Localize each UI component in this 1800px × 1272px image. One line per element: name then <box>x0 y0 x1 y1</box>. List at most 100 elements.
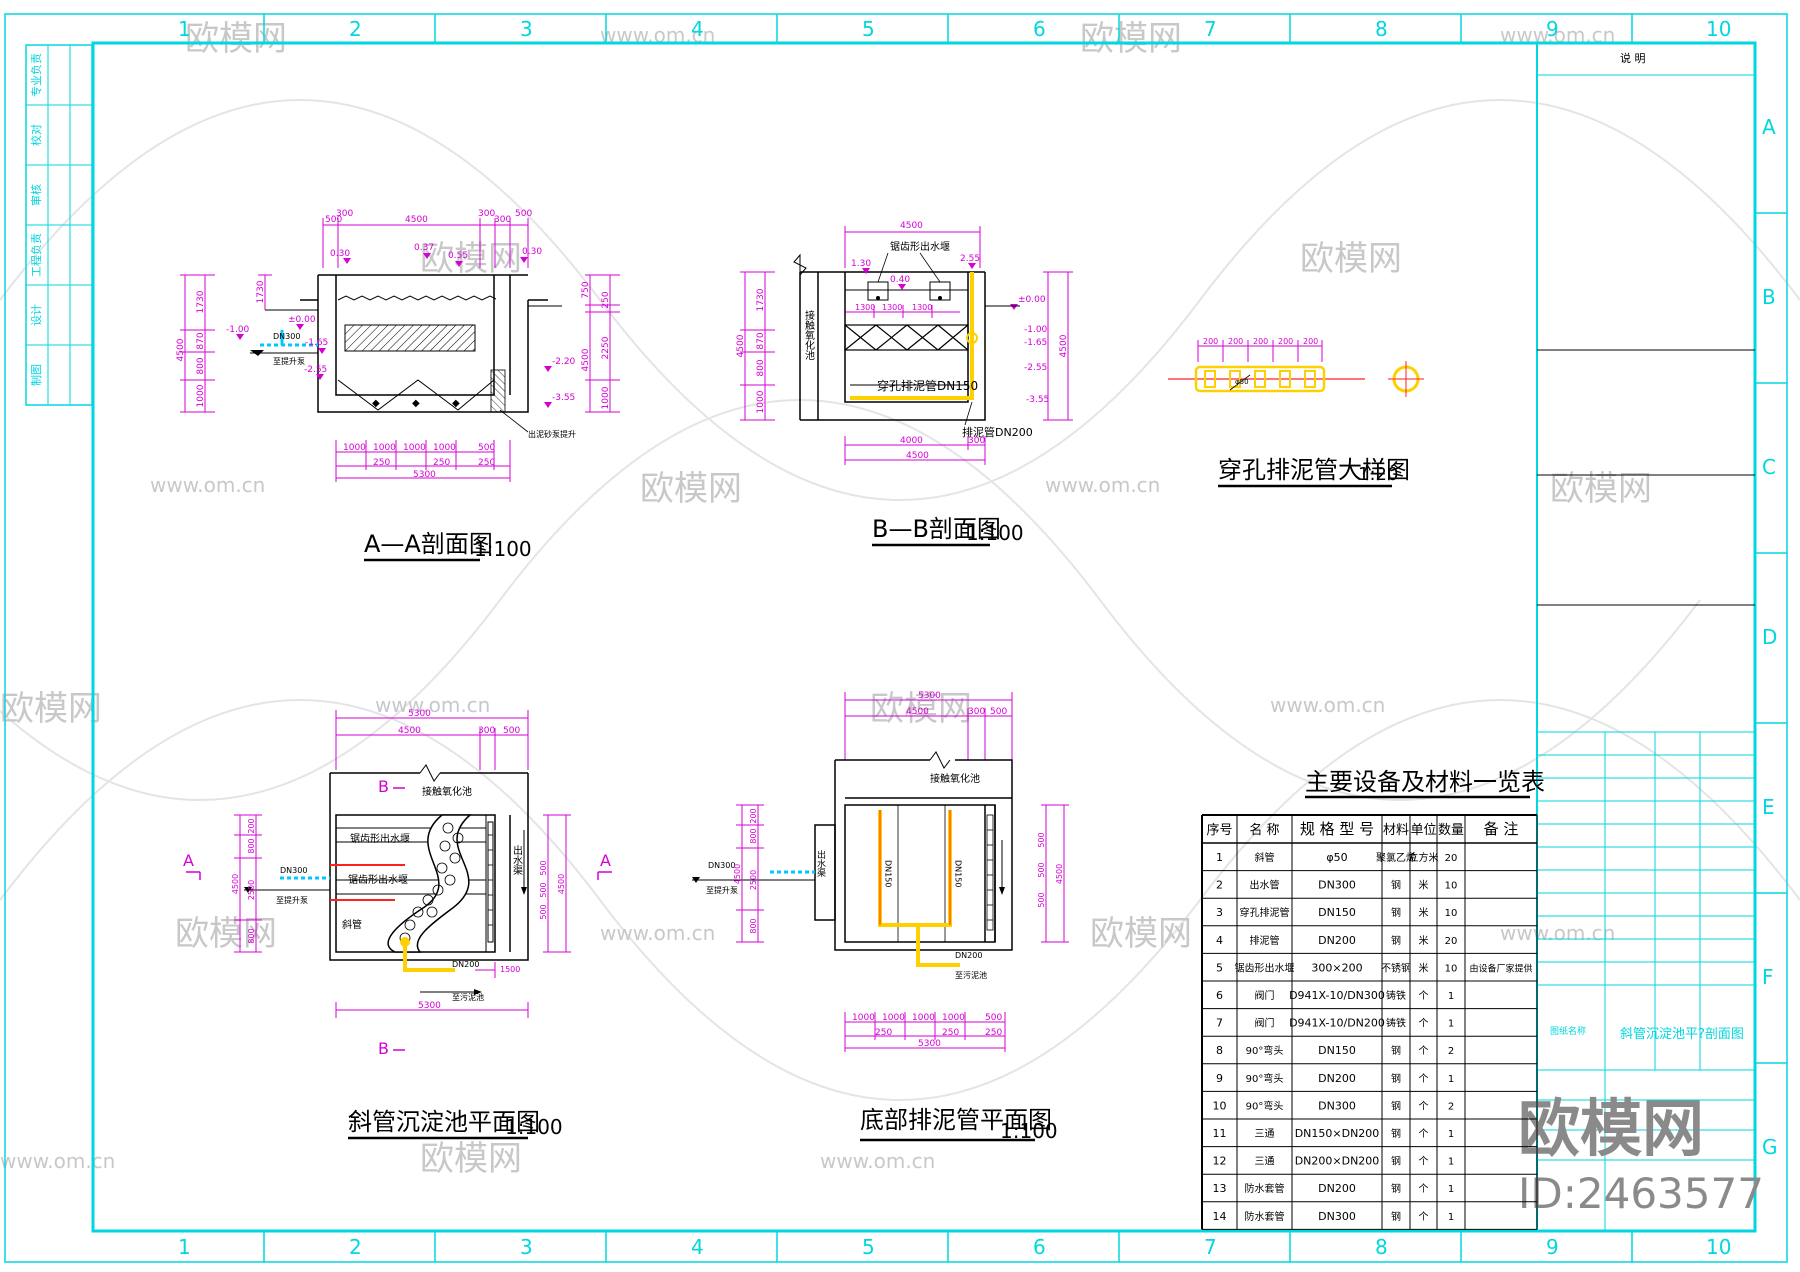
svg-text:1000: 1000 <box>373 443 396 453</box>
svg-text:4: 4 <box>691 17 704 41</box>
table-cell: 钢 <box>1391 934 1401 947</box>
svg-text:出水渠: 出水渠 <box>815 849 826 878</box>
table-cell: 米 <box>1419 879 1429 892</box>
svg-text:排泥管DN200: 排泥管DN200 <box>962 425 1033 439</box>
watermark-url: www.om.cn <box>375 693 490 717</box>
table-cell: DN300 <box>1318 1210 1356 1223</box>
svg-text:500: 500 <box>1037 832 1046 847</box>
svg-text:锯齿形出水堰: 锯齿形出水堰 <box>348 873 408 886</box>
plan-view-title: 斜管沉淀池平面图 <box>348 1108 540 1136</box>
aa-section-title: A—A剖面图 <box>364 530 493 558</box>
svg-text:1000: 1000 <box>912 1013 935 1023</box>
table-header-cell: 材料 <box>1383 823 1409 838</box>
svg-text:250: 250 <box>985 1028 1002 1038</box>
svg-text:4: 4 <box>691 1235 704 1259</box>
table-cell: 个 <box>1419 1100 1429 1112</box>
table-cell: 20 <box>1445 936 1458 947</box>
table-cell: DN200 <box>1318 1182 1356 1195</box>
svg-text:-2.55: -2.55 <box>304 365 327 375</box>
table-cell: 钢 <box>1391 1155 1401 1168</box>
table-cell: 由设备厂家提供 <box>1469 962 1532 974</box>
svg-text:870: 870 <box>196 332 206 349</box>
svg-text:5: 5 <box>862 17 875 41</box>
watermark-url: www.om.cn <box>1045 473 1160 497</box>
table-cell: 1 <box>1448 1129 1454 1140</box>
table-cell: 个 <box>1419 1183 1429 1195</box>
svg-text:1: 1 <box>178 1235 191 1259</box>
svg-text:10: 10 <box>1706 17 1731 41</box>
table-header-cell: 序号 <box>1206 823 1232 838</box>
svg-text:800: 800 <box>756 359 766 376</box>
table-cell: 个 <box>1419 990 1429 1002</box>
svg-text:300: 300 <box>336 209 353 219</box>
svg-text:750: 750 <box>581 281 591 298</box>
svg-text:校对: 校对 <box>29 124 43 146</box>
svg-text:F: F <box>1762 965 1774 989</box>
svg-text:1300: 1300 <box>882 303 902 312</box>
svg-text:至提升泵: 至提升泵 <box>706 885 738 895</box>
column-grid <box>263 14 1787 1262</box>
table-cell: 防水套管 <box>1245 1210 1285 1223</box>
watermark-brand: 欧模网 <box>1300 239 1402 279</box>
table-cell: 钢 <box>1391 1127 1401 1140</box>
svg-text:250: 250 <box>875 1028 892 1038</box>
svg-text:4500: 4500 <box>1055 864 1064 884</box>
svg-text:A: A <box>183 851 194 870</box>
table-cell: 8 <box>1216 1044 1223 1057</box>
svg-text:800: 800 <box>247 838 256 853</box>
watermark-brand: 欧模网 <box>1080 19 1182 59</box>
svg-text:1500: 1500 <box>500 965 520 974</box>
svg-text:-1.00: -1.00 <box>1024 325 1048 335</box>
svg-text:2500: 2500 <box>247 880 256 900</box>
svg-text:DN200: DN200 <box>955 951 982 960</box>
table-cell: DN300 <box>1318 879 1356 892</box>
table-cell: DN150 <box>1318 1044 1356 1057</box>
table-cell: 300×200 <box>1311 961 1362 974</box>
table-cell: 个 <box>1419 1211 1429 1223</box>
svg-text:500: 500 <box>539 904 548 919</box>
svg-text:8: 8 <box>1375 17 1388 41</box>
table-cell: 1 <box>1448 991 1454 1002</box>
svg-text:250: 250 <box>942 1028 959 1038</box>
table-cell: DN150×DN200 <box>1295 1127 1380 1140</box>
svg-text:500: 500 <box>503 726 520 736</box>
svg-text:接触氧化池: 接触氧化池 <box>930 772 980 785</box>
svg-text:0.55: 0.55 <box>448 251 468 261</box>
svg-text:◆: ◆ <box>372 398 380 409</box>
table-cell: 90°弯头 <box>1246 1099 1284 1112</box>
watermark-brand: 欧模网 <box>1090 914 1192 954</box>
svg-text:4500: 4500 <box>1059 334 1069 357</box>
svg-text:4500: 4500 <box>906 451 929 461</box>
table-cell: 3 <box>1216 906 1223 919</box>
table-cell: 个 <box>1419 1045 1429 1057</box>
svg-text:6: 6 <box>1033 17 1046 41</box>
svg-text:500: 500 <box>1037 892 1046 907</box>
bb-section-scale: 1:100 <box>966 521 1024 545</box>
svg-text:1000: 1000 <box>942 1013 965 1023</box>
svg-text:锯齿形出水堰: 锯齿形出水堰 <box>890 240 950 253</box>
table-cell: 90°弯头 <box>1246 1072 1284 1085</box>
svg-text:◆: ◆ <box>452 398 460 409</box>
svg-text:E: E <box>1762 795 1775 819</box>
svg-text:200: 200 <box>1203 337 1218 346</box>
svg-text:1: 1 <box>178 17 191 41</box>
svg-text:4500: 4500 <box>906 707 929 717</box>
table-cell: 10 <box>1445 963 1458 974</box>
table-cell: DN200 <box>1318 934 1356 947</box>
watermark-url: www.om.cn <box>820 1149 935 1173</box>
svg-text:至污泥池: 至污泥池 <box>955 970 987 980</box>
watermark-url: www.om.cn <box>0 1149 115 1173</box>
svg-text:B: B <box>378 1039 389 1058</box>
svg-text:0.30: 0.30 <box>522 247 542 257</box>
table-cell: 排泥管 <box>1250 934 1280 947</box>
svg-text:DN300: DN300 <box>708 861 735 870</box>
watermark-brand: 欧模网 <box>1550 469 1652 509</box>
svg-text:DN150: DN150 <box>884 860 893 887</box>
svg-text:1000: 1000 <box>756 390 766 413</box>
svg-text:1730: 1730 <box>756 288 766 311</box>
svg-text:A: A <box>600 851 611 870</box>
svg-text:0.30: 0.30 <box>330 249 350 259</box>
svg-text:4500: 4500 <box>231 874 240 894</box>
table-header-cell: 数量 <box>1438 823 1464 838</box>
table-cell: DN150 <box>1318 906 1356 919</box>
